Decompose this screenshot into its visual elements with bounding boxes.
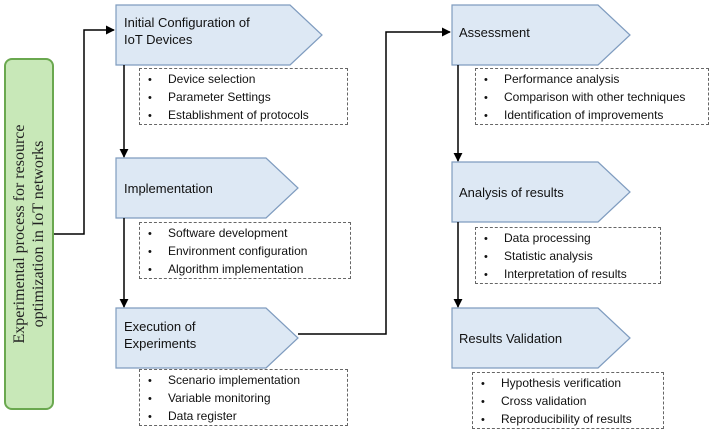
detail-item: Performance analysis: [484, 71, 702, 89]
step-label-assessment: Assessment: [459, 25, 530, 40]
step-arrow-validation: [451, 307, 631, 369]
detail-item: Statistic analysis: [484, 248, 654, 266]
connector-step3-to-step4: [298, 27, 451, 335]
detail-box-initial-configuration: Device selection Parameter Settings Esta…: [139, 68, 348, 125]
step-label-validation: Results Validation: [459, 331, 563, 346]
detail-item: Environment configuration: [148, 243, 344, 261]
step-label-analysis: Analysis of results: [459, 185, 564, 200]
detail-item: Algorithm implementation: [148, 261, 344, 279]
step-arrow-analysis: [451, 161, 631, 223]
side-title-box: Experimental process for resource optimi…: [4, 58, 54, 410]
detail-item: Data processing: [484, 230, 654, 248]
connector-title-to-first-step: [54, 25, 115, 235]
detail-box-validation: Hypothesis verification Cross validation…: [472, 372, 664, 429]
detail-item: Reproducibility of results: [481, 411, 657, 429]
step-arrow-assessment: [451, 4, 631, 66]
side-title-text: Experimental process for resource optimi…: [11, 124, 47, 344]
detail-item: Device selection: [148, 71, 341, 89]
detail-item: Comparison with other techniques: [484, 89, 702, 107]
detail-item: Hypothesis verification: [481, 375, 657, 393]
step-label-execution: Execution of Experiments: [124, 319, 197, 351]
detail-item: Scenario implementation: [148, 372, 341, 390]
detail-item: Parameter Settings: [148, 89, 341, 107]
detail-item: Cross validation: [481, 393, 657, 411]
detail-item: Identification of improvements: [484, 107, 702, 125]
detail-item: Establishment of protocols: [148, 107, 341, 125]
step-label-implementation: Implementation: [124, 181, 213, 196]
detail-box-implementation: Software development Environment configu…: [139, 222, 351, 279]
detail-box-execution: Scenario implementation Variable monitor…: [139, 369, 348, 426]
step-arrow-initial-configuration: [115, 4, 323, 66]
detail-item: Software development: [148, 225, 344, 243]
step-label-initial-configuration: Initial Configuration of IoT Devices: [124, 15, 250, 47]
detail-item: Data register: [148, 408, 341, 426]
detail-box-assessment: Performance analysis Comparison with oth…: [475, 68, 709, 125]
detail-item: Variable monitoring: [148, 390, 341, 408]
step-arrow-execution: [115, 307, 299, 369]
detail-item: Interpretation of results: [484, 266, 654, 284]
step-arrow-implementation: [115, 157, 299, 219]
detail-box-analysis: Data processing Statistic analysis Inter…: [475, 227, 661, 284]
